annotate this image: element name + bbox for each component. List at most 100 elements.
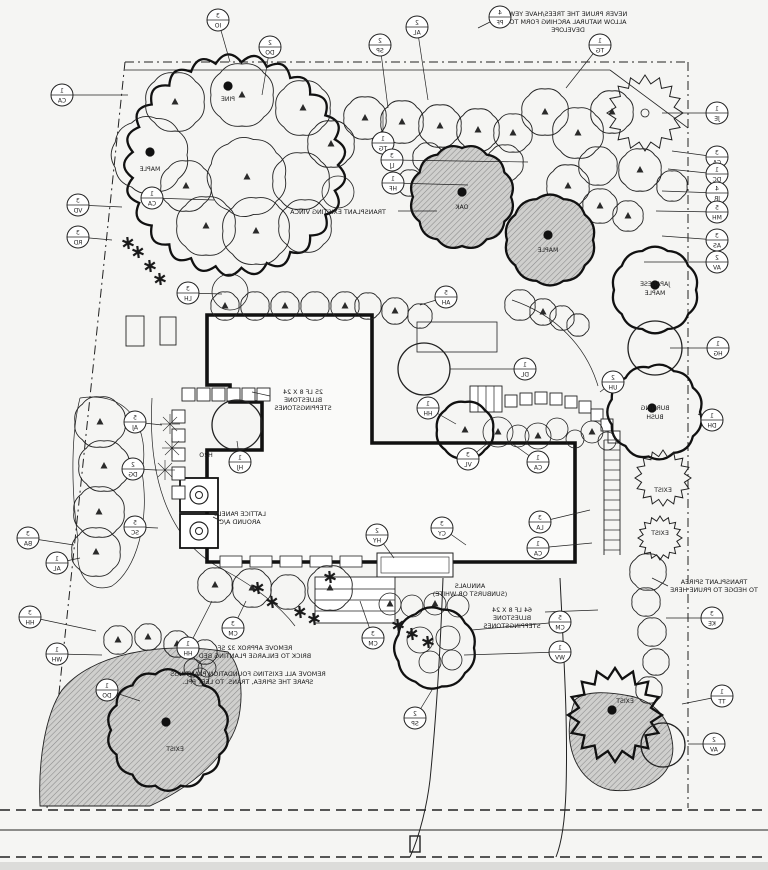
ac-fan <box>189 485 209 505</box>
label-bubble: 5SC <box>123 515 147 539</box>
label-bubble: 4JR <box>705 181 729 205</box>
tree-canopy <box>392 606 476 690</box>
label-bubble: 1HH <box>176 636 200 660</box>
bubble-qty: 2 <box>415 20 419 27</box>
annotations: 3IO2DO2SP2AL4PF1TG1TG3LJ1HF1JE3CA1DC4JR5… <box>16 5 759 756</box>
starburst-ray <box>164 447 173 456</box>
label-bubble: 1CA <box>526 536 550 560</box>
driveway-line <box>409 577 444 858</box>
bubble-qty: 1 <box>716 341 720 348</box>
plant-circle <box>642 648 670 676</box>
label-bubble: 3VD <box>66 193 90 217</box>
hatch-bed <box>39 647 242 807</box>
label-bubble: 1HH <box>416 396 440 420</box>
note-line: 64 LF 8 X 24 <box>492 606 532 614</box>
planter-rect <box>125 315 145 347</box>
stepping-stone <box>534 391 548 405</box>
bubble-code: CA <box>147 201 156 208</box>
label-bubble: 3CM <box>221 616 245 640</box>
starburst-ray <box>162 423 171 432</box>
plant-circle <box>211 273 249 311</box>
stepping-stone <box>564 395 578 409</box>
label-bubble: 1DC <box>705 162 729 186</box>
plant-circle <box>211 399 263 451</box>
tree-trunk-dot <box>647 403 657 413</box>
note-line: (SUNBURST OR WHITE) <box>433 590 507 598</box>
note-leader-line <box>544 609 599 613</box>
leader-line <box>416 26 429 101</box>
bubble-code: AL <box>413 30 421 37</box>
label-bubble: 3KE <box>700 606 724 630</box>
note-line: 25 LF 8 X 24 <box>283 388 323 396</box>
label-bubble: 3IO <box>206 8 230 32</box>
plant-circle <box>206 136 287 218</box>
bubble-code: AS <box>713 243 721 250</box>
label-bubble: 4PF <box>488 5 512 29</box>
tree-trunk-dot <box>543 230 553 240</box>
leader-line <box>463 651 561 656</box>
bubble-code: JE <box>714 116 721 123</box>
tree-canopy <box>107 668 229 792</box>
bubble-qty: 5 <box>133 520 137 527</box>
plant-triangle-mark <box>252 227 260 234</box>
speckle-ray <box>271 597 278 603</box>
hatch-bed <box>568 692 674 792</box>
bubble-qty: 3 <box>715 233 719 240</box>
ac-fan-hub <box>195 527 203 535</box>
label-bubble: 2DG <box>121 457 145 481</box>
plant-circle <box>307 120 355 168</box>
plant-circle <box>272 152 330 210</box>
dark-plant-mark <box>422 635 434 649</box>
starburst-ray <box>164 440 173 449</box>
speckle-ray <box>313 614 320 620</box>
plant-circle <box>307 565 353 611</box>
label-bubble: 2AL <box>405 15 429 39</box>
plant-circle <box>145 72 205 132</box>
bubble-code: HJ <box>237 465 244 472</box>
plant-triangle-mark <box>539 308 547 315</box>
stepping-stone <box>549 392 563 406</box>
plant-circle <box>71 527 121 577</box>
bubble-code: CA <box>533 551 542 558</box>
bubble-qty: 5 <box>715 205 719 212</box>
plant-triangle-mark <box>202 222 210 229</box>
bubble-code: SP <box>411 721 419 728</box>
bubble-code: WV <box>554 655 565 662</box>
tree-trunk-dot <box>650 280 660 290</box>
plant-circle <box>506 424 530 448</box>
label-bubble: 3BA <box>16 526 40 550</box>
tree-canopy <box>123 53 347 277</box>
label-bubble: 5CM <box>548 610 572 634</box>
plant-circle <box>418 104 462 148</box>
plant-circle <box>582 188 618 224</box>
bubble-qty: 3 <box>26 531 30 538</box>
note-line: AROUND A/C <box>219 518 261 526</box>
speckle-ray <box>329 572 336 578</box>
plant-triangle-mark <box>361 114 369 121</box>
plant-triangle-mark <box>144 633 152 640</box>
plant-circle <box>210 63 274 127</box>
bubble-qty: 1 <box>391 176 395 183</box>
bubble-qty: 3 <box>76 230 80 237</box>
plant-circle <box>270 291 300 321</box>
plant-circle <box>397 342 451 396</box>
window <box>279 555 303 568</box>
stepping-stone <box>171 485 186 500</box>
plant-triangle-mark <box>221 302 229 309</box>
plant-triangle-mark <box>95 508 103 515</box>
bubble-qty: 1 <box>105 683 109 690</box>
label-bubble: 2AV <box>705 250 729 274</box>
plant-circle <box>275 80 331 136</box>
mailbox <box>409 835 421 853</box>
bed-outline <box>72 396 145 589</box>
stepping-stone <box>226 387 241 402</box>
plant-circle <box>435 625 461 651</box>
label-bubble: 1CA <box>50 83 74 107</box>
label-bubble: 1HG <box>706 336 730 360</box>
planter-rect <box>159 316 177 346</box>
starburst-ray <box>171 440 180 449</box>
dark-plant-mark <box>308 612 320 626</box>
